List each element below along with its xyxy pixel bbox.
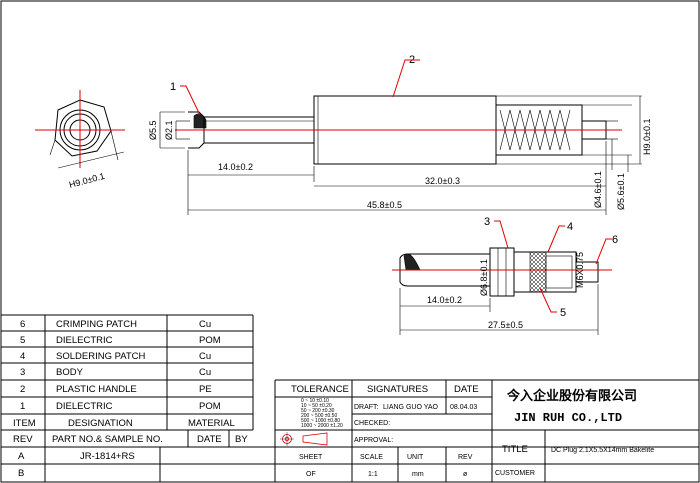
svg-text:DIELECTRIC: DIELECTRIC xyxy=(56,335,113,346)
svg-text:PART NO.& SAMPLE NO.: PART NO.& SAMPLE NO. xyxy=(52,434,163,445)
svg-text:08.04.03: 08.04.03 xyxy=(450,404,477,411)
svg-text:OF: OF xyxy=(306,471,316,478)
callout-6: 6 xyxy=(612,234,618,246)
parts-list: 6 CRIMPING PATCH Cu 5 DIELECTRIC POM 4 S… xyxy=(1,314,254,431)
dim-d56: Ø5.6±0.1 xyxy=(616,173,626,210)
svg-text:CHECKED:: CHECKED: xyxy=(354,420,390,427)
dim-d68: Ø6.8±0.1 xyxy=(479,259,489,296)
svg-text:LIANG GUO YAO: LIANG GUO YAO xyxy=(383,404,439,411)
svg-text:ITEM: ITEM xyxy=(13,418,36,429)
hex-end-view: H9.0±0.1 xyxy=(35,90,125,190)
svg-text:CUSTOMER: CUSTOMER xyxy=(495,470,535,477)
dim-h9: H9.0±0.1 xyxy=(642,119,652,155)
svg-text:1:1: 1:1 xyxy=(368,471,378,478)
svg-text:SOLDERING PATCH: SOLDERING PATCH xyxy=(56,351,146,362)
dim-right-diameters: Ø4.6±0.1 Ø5.6±0.1 H9.0±0.1 xyxy=(496,95,652,210)
callout-1: 1 xyxy=(170,81,176,93)
leader-1 xyxy=(180,85,201,116)
dim-32: 32.0±0.3 xyxy=(314,141,607,215)
svg-text:50 ~ 200 ±0.30: 50 ~ 200 ±0.30 xyxy=(301,408,335,414)
svg-text:4: 4 xyxy=(20,351,25,362)
svg-text:MATERIAL: MATERIAL xyxy=(188,418,235,429)
dim-m6: M6X0.75 xyxy=(575,252,585,288)
callout-5: 5 xyxy=(560,307,566,319)
svg-text:32.0±0.3: 32.0±0.3 xyxy=(425,176,460,186)
svg-text:5: 5 xyxy=(20,335,25,346)
svg-text:1: 1 xyxy=(20,401,25,412)
svg-text:ø: ø xyxy=(463,471,468,478)
svg-text:BY: BY xyxy=(235,434,248,445)
svg-text:27.5±0.5: 27.5±0.5 xyxy=(488,320,523,330)
svg-text:Cu: Cu xyxy=(199,367,211,378)
dim-hex-h9: H9.0±0.1 xyxy=(68,171,106,190)
svg-text:2: 2 xyxy=(20,384,25,395)
svg-text:A: A xyxy=(18,451,25,462)
svg-text:45.8±0.5: 45.8±0.5 xyxy=(367,200,402,210)
svg-text:SCALE: SCALE xyxy=(360,454,383,461)
svg-text:POM: POM xyxy=(199,401,221,412)
svg-text:3: 3 xyxy=(20,367,25,378)
svg-text:POM: POM xyxy=(199,335,221,346)
svg-text:JR-1814+RS: JR-1814+RS xyxy=(80,451,135,462)
dim-d55: Ø5.5 xyxy=(148,120,158,140)
svg-text:DESIGNATION: DESIGNATION xyxy=(68,418,133,429)
svg-text:14.0±0.2: 14.0±0.2 xyxy=(427,295,462,305)
svg-text:Cu: Cu xyxy=(199,319,211,330)
callout-4: 4 xyxy=(567,221,573,233)
dim-d46: Ø4.6±0.1 xyxy=(593,171,603,208)
svg-text:PE: PE xyxy=(199,384,212,395)
svg-text:DRAFT:: DRAFT: xyxy=(354,404,379,411)
company-name-en: JIN RUH CO.,LTD xyxy=(514,411,622,425)
svg-text:DATE: DATE xyxy=(197,434,222,445)
svg-text:DATE: DATE xyxy=(454,384,479,395)
svg-text:B: B xyxy=(18,468,24,479)
title-block: TOLERANCE 0 ~ 10 ±0.10 10 ~ 50 ±0.20 50 … xyxy=(274,379,699,482)
svg-text:SHEET: SHEET xyxy=(299,454,323,461)
projection-symbol-icon xyxy=(280,432,328,446)
dim-458: 45.8±0.5 xyxy=(188,200,606,211)
svg-text:DIELECTRIC: DIELECTRIC xyxy=(56,401,113,412)
svg-text:14.0±0.2: 14.0±0.2 xyxy=(218,162,253,172)
svg-text:1000 ~ 2000 ±1.20: 1000 ~ 2000 ±1.20 xyxy=(301,423,343,429)
svg-text:TOLERANCE: TOLERANCE xyxy=(291,384,349,395)
svg-text:6: 6 xyxy=(20,319,25,330)
svg-text:200 ~ 500 ±0.50: 200 ~ 500 ±0.50 xyxy=(301,413,337,419)
main-plug-view xyxy=(175,95,622,165)
svg-text:TITLE: TITLE xyxy=(502,444,528,455)
svg-text:APPROVAL:: APPROVAL: xyxy=(354,437,393,444)
svg-text:REV: REV xyxy=(13,434,33,445)
leader-2 xyxy=(392,59,420,98)
svg-text:BODY: BODY xyxy=(56,367,84,378)
company-name-cn: 今入企业股份有限公司 xyxy=(506,388,637,404)
revision-block: REV PART NO.& SAMPLE NO. DATE BY A JR-18… xyxy=(1,430,275,482)
dim-14-main: 14.0±0.2 xyxy=(187,150,315,215)
svg-text:Cu: Cu xyxy=(199,351,211,362)
dim-d21: Ø2.1 xyxy=(164,120,174,140)
callout-3: 3 xyxy=(484,216,490,228)
drawing-title: DC Plug 2.1X5.5X14mm Bakelite xyxy=(551,447,654,454)
section-dims: Ø6.8±0.1 M6X0.75 14.0±0.2 27.5±0.5 xyxy=(399,252,599,335)
svg-text:SIGNATURES: SIGNATURES xyxy=(367,384,428,395)
svg-text:mm: mm xyxy=(412,471,424,478)
svg-text:PLASTIC HANDLE: PLASTIC HANDLE xyxy=(56,384,137,395)
svg-text:500 ~ 1000 ±0.80: 500 ~ 1000 ±0.80 xyxy=(301,418,340,424)
svg-text:0 ~ 10 ±0.10: 0 ~ 10 ±0.10 xyxy=(301,398,329,404)
svg-text:REV: REV xyxy=(458,454,473,461)
section-view xyxy=(392,247,612,297)
dim-left-diameters: Ø5.5 Ø2.1 xyxy=(148,111,190,149)
svg-text:UNIT: UNIT xyxy=(407,454,424,461)
svg-text:10 ~ 50 ±0.20: 10 ~ 50 ±0.20 xyxy=(301,403,332,409)
svg-text:CRIMPING PATCH: CRIMPING PATCH xyxy=(56,319,137,330)
